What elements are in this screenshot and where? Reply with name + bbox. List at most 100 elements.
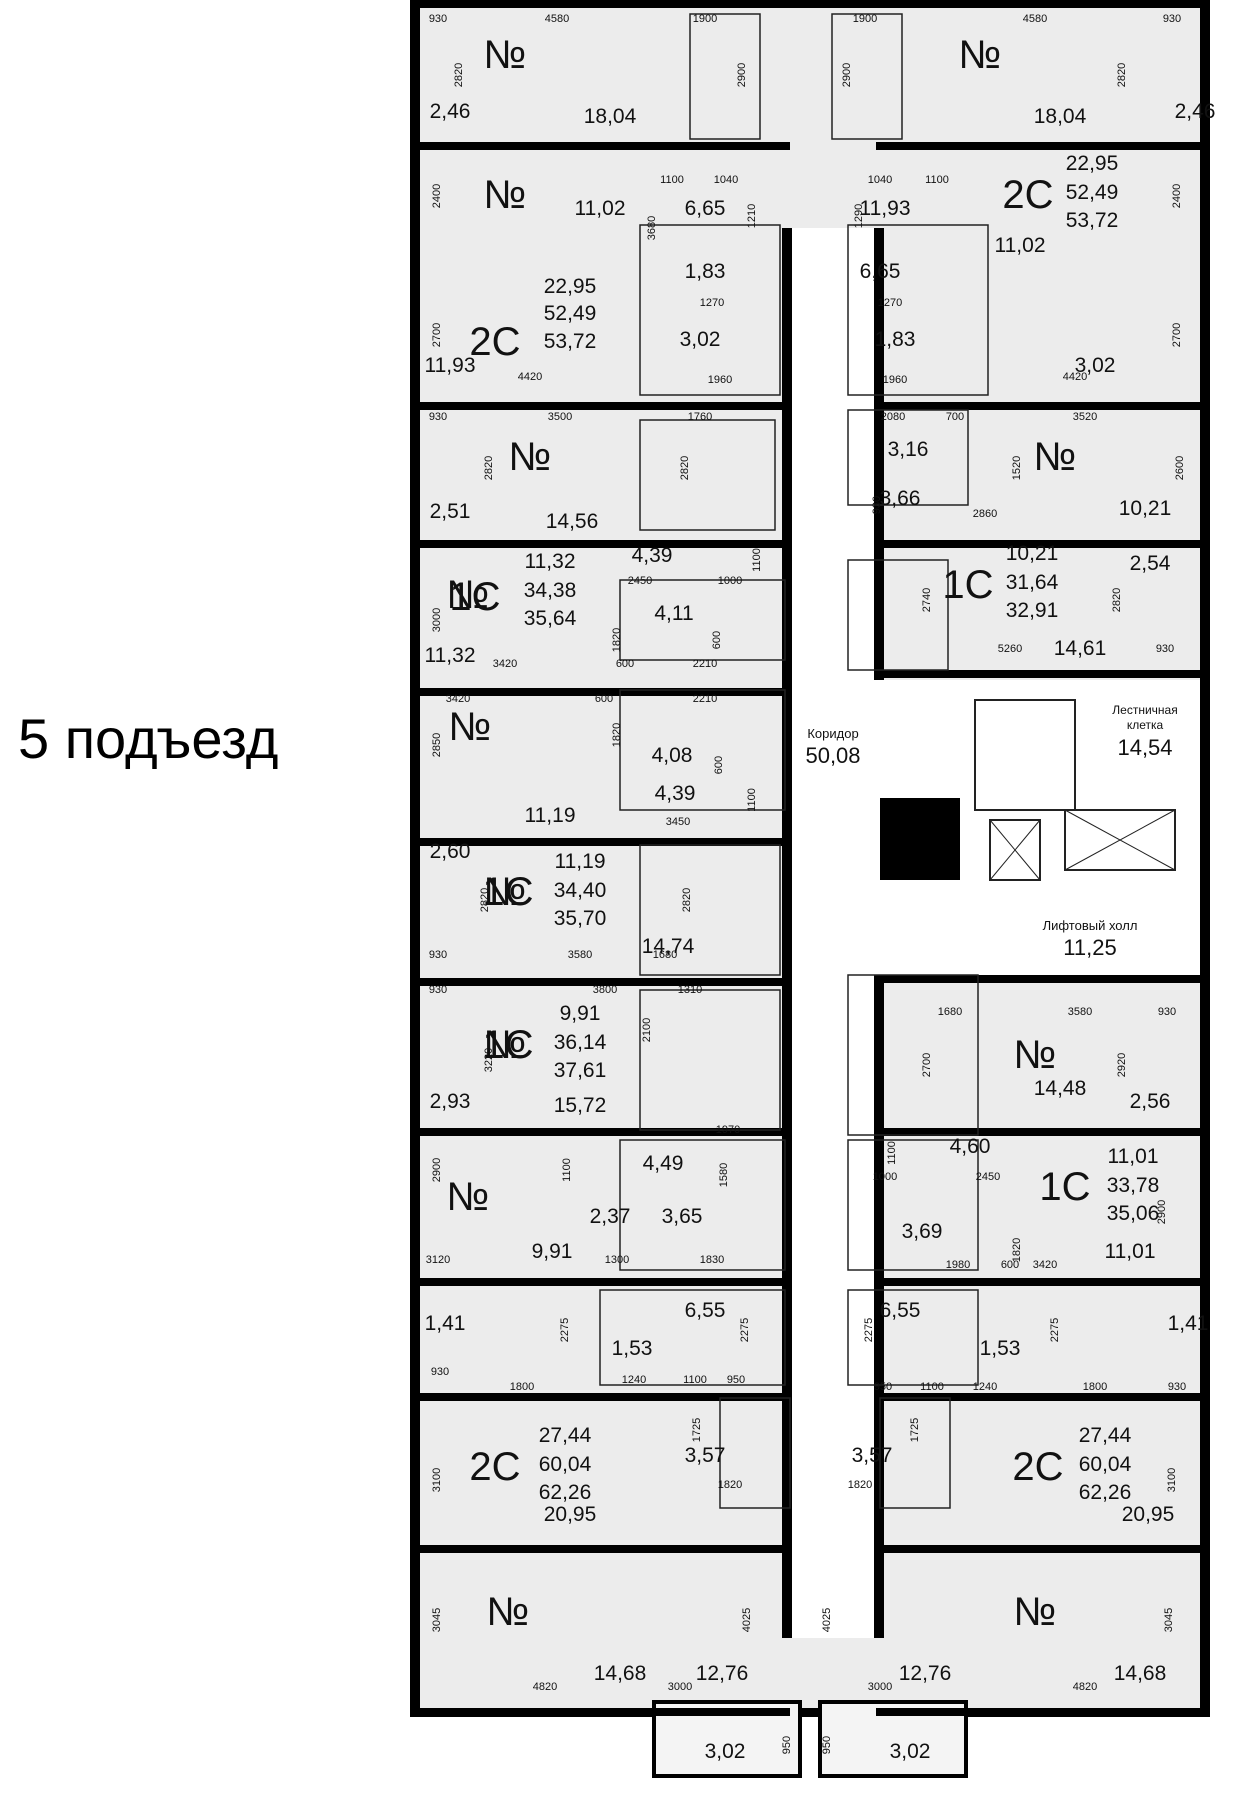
corridor-wall-right-upper xyxy=(874,228,884,680)
apt-left-5-dimension: 1100 xyxy=(746,788,758,812)
apt-right-4-type: 1С xyxy=(942,563,993,607)
apt-right-5-dimension: 2920 xyxy=(1116,1053,1128,1077)
apt-right-1-room-area: 2,46 xyxy=(1175,100,1216,123)
apt-right-5-number-sign: № xyxy=(1014,1033,1057,1077)
apt-left-2-dimension: 1100 xyxy=(660,174,684,186)
apt-left-11-dimension: 3000 xyxy=(668,1681,692,1693)
apt-left-5-dimension: 3450 xyxy=(666,816,690,828)
apt-left-2-dimension: 1270 xyxy=(700,297,724,309)
wet-zone xyxy=(599,1289,786,1386)
apt-left-11-dimension: 950 xyxy=(781,1736,793,1754)
apt-left-2-total-with-balcony: 53,72 xyxy=(544,330,597,353)
partition-wall-left xyxy=(410,1545,790,1553)
apt-right-9-room-area: 14,68 xyxy=(1114,1662,1167,1685)
apt-right-2-dimension: 1040 xyxy=(868,174,892,186)
apt-left-2-room-area: 6,65 xyxy=(685,197,726,220)
apt-left-3-dimension: 3500 xyxy=(548,411,572,423)
apt-left-2-room-area: 1,83 xyxy=(685,260,726,283)
apt-left-8-dimension: 3120 xyxy=(426,1254,450,1266)
apt-left-9-dimension: 2275 xyxy=(559,1318,571,1342)
apt-left-7-dimension: 3800 xyxy=(593,984,617,996)
apt-right-8-room-area: 20,95 xyxy=(1122,1503,1175,1526)
apt-right-8-total-area: 60,04 xyxy=(1079,1453,1132,1476)
apt-left-5-dimension: 2850 xyxy=(431,733,443,757)
apt-left-4-room-area: 4,11 xyxy=(654,602,693,625)
apt-right-2-living-area: 22,95 xyxy=(1066,152,1119,175)
apt-left-5-room-area: 4,08 xyxy=(652,744,693,767)
partition-wall-left xyxy=(410,1393,790,1401)
wet-zone xyxy=(619,1139,786,1271)
apt-right-2-dimension: 4420 xyxy=(1063,371,1087,383)
apt-left-5-dimension: 600 xyxy=(713,756,725,774)
apt-right-6-living-area: 11,01 xyxy=(1108,1145,1159,1168)
apt-right-5-dimension: 1680 xyxy=(938,1006,962,1018)
apt-right-1-number-sign: № xyxy=(959,33,1002,77)
apt-left-3-dimension: 2820 xyxy=(483,456,495,480)
apt-right-3-dimension: 3520 xyxy=(1073,411,1097,423)
apt-right-4-room-area: 2,54 xyxy=(1130,552,1171,575)
apt-right-2-dimension: 1290 xyxy=(853,204,865,228)
wet-zone xyxy=(639,224,781,396)
apt-right-6-dimension: 1820 xyxy=(1011,1238,1023,1262)
apt-left-10-dimension: 1725 xyxy=(691,1418,703,1442)
apt-left-6-dimension: 3580 xyxy=(568,949,592,961)
apt-left-8-room-area: 2,37 xyxy=(590,1205,631,1228)
apt-left-6-dimension: 2820 xyxy=(479,888,491,912)
apt-right-7-dimension: 2275 xyxy=(1049,1318,1061,1342)
apt-right-9-dimension: 3000 xyxy=(868,1681,892,1693)
apt-left-9-dimension: 950 xyxy=(727,1374,745,1386)
lift-2-cross xyxy=(1064,809,1176,871)
apt-right-1-dimension: 930 xyxy=(1163,13,1181,25)
wet-zone xyxy=(639,989,781,1131)
apt-right-1-dimension: 1900 xyxy=(853,13,877,25)
lift-1-cross xyxy=(989,819,1041,881)
apt-left-2-living-area: 22,95 xyxy=(544,275,597,298)
apt-right-6-dimension: 1980 xyxy=(946,1259,970,1271)
apt-left-2-dimension: 1960 xyxy=(708,374,732,386)
apt-right-2-dimension: 1960 xyxy=(883,374,907,386)
apt-left-4-dimension: 1000 xyxy=(718,575,742,587)
wet-zone xyxy=(847,559,949,671)
apt-left-8-dimension: 1300 xyxy=(605,1254,629,1266)
apt-left-5-room-area: 4,39 xyxy=(655,782,696,805)
apt-left-10-dimension: 1820 xyxy=(718,1479,742,1491)
apt-left-5-dimension: 1820 xyxy=(611,723,623,747)
wet-zone xyxy=(847,224,989,396)
apt-left-4-dimension: 600 xyxy=(616,658,634,670)
apt-left-11-dimension: 3045 xyxy=(431,1608,443,1632)
apt-right-5-dimension: 930 xyxy=(1158,1006,1176,1018)
apt-left-10-total-area: 60,04 xyxy=(539,1453,592,1476)
apt-right-3-dimension: 2860 xyxy=(973,508,997,520)
wet-zone xyxy=(639,419,776,531)
apt-left-6-living-area: 11,19 xyxy=(555,850,606,873)
apt-left-3-room-area: 2,51 xyxy=(430,500,471,523)
wet-zone xyxy=(619,689,786,811)
apt-left-8-room-area: 4,49 xyxy=(643,1152,684,1175)
corridor-label: Коридор xyxy=(807,726,858,741)
apt-left-3-dimension: 2820 xyxy=(679,456,691,480)
partition-wall-left xyxy=(410,838,790,846)
apt-right-3-dimension: 930 xyxy=(871,496,883,514)
apt-left-3-dimension: 1760 xyxy=(688,411,712,423)
apt-left-7-room-area: 2,93 xyxy=(430,1090,471,1113)
apt-right-3-number-sign: № xyxy=(1034,435,1077,479)
apt-right-6-dimension: 1100 xyxy=(886,1141,898,1165)
apt-left-7-dimension: 3220 xyxy=(483,1048,495,1072)
apt-right-4-dimension: 2820 xyxy=(1111,588,1123,612)
apt-left-1-dimension: 1900 xyxy=(693,13,717,25)
apt-right-3-dimension: 2600 xyxy=(1174,456,1186,480)
partition-wall-left xyxy=(410,1278,790,1286)
partition-wall-right xyxy=(876,1545,1210,1553)
apt-left-7-dimension: 2100 xyxy=(641,1018,653,1042)
corridor-wall-right-lower xyxy=(874,975,884,1638)
partition-wall-left xyxy=(410,978,790,986)
apt-right-9-room-area: 12,76 xyxy=(899,1662,952,1685)
apt-left-6-total-area: 34,40 xyxy=(554,879,607,902)
apt-right-3-dimension: 700 xyxy=(946,411,964,423)
apt-left-10-total-with-balcony: 62,26 xyxy=(539,1481,592,1504)
apt-right-9-dimension: 3045 xyxy=(1163,1608,1175,1632)
apt-left-1-room-area: 18,04 xyxy=(584,105,637,128)
apt-left-3-room-area: 14,56 xyxy=(546,510,599,533)
apt-left-8-number-sign: № xyxy=(447,1175,490,1219)
